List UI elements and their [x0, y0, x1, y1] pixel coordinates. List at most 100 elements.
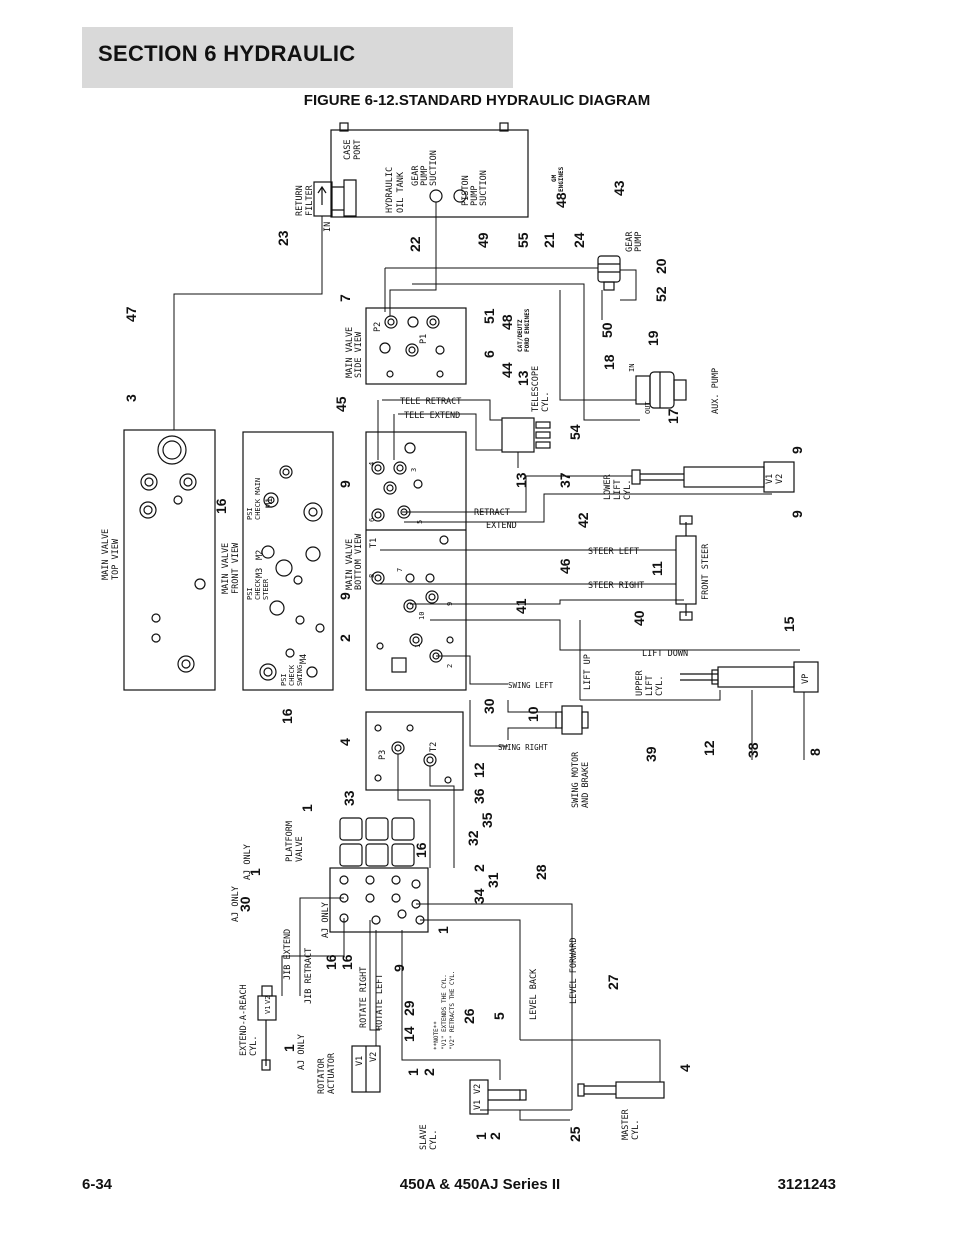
psi-check-main-2: CHECK MAIN [254, 478, 262, 520]
note-label-1: **NOTE** [433, 1021, 440, 1050]
callout-54: 54 [567, 424, 583, 440]
callout-18: 18 [601, 354, 617, 370]
rotate-right-label: ROTATE RIGHT [359, 967, 369, 1028]
aux-out: OUT [644, 401, 652, 414]
piston-pump-suction-port [453, 189, 467, 203]
slave-v1: V1 [473, 1100, 483, 1110]
upper-lift-cylinder [680, 661, 819, 693]
cat-ford-2: FORD ENGINES [524, 308, 531, 352]
footer-doc-number: 3121243 [777, 1176, 836, 1193]
callout-12-a: 12 [471, 762, 487, 778]
tank-label-2: OIL TANK [396, 171, 406, 213]
lower-lift-label-3: CYL. [623, 480, 633, 500]
callout-20: 20 [653, 258, 669, 274]
ear-v1: V1 [264, 1006, 272, 1014]
callout-2-d: 2 [487, 1132, 503, 1140]
retract-label: RETRACT [474, 508, 510, 518]
callout-16-c: 16 [413, 842, 429, 858]
level-back-label: LEVEL BACK [529, 968, 539, 1020]
piston-pump-suction-3: SUCTION [479, 170, 489, 206]
callout-47: 47 [123, 306, 139, 322]
callout-6: 6 [481, 350, 497, 358]
port-num-5: 5 [416, 520, 424, 524]
callout-41: 41 [513, 598, 529, 614]
callout-26: 26 [461, 1008, 477, 1024]
callout-7: 7 [337, 294, 353, 302]
tank-label-1: HYDRAULIC [385, 167, 395, 213]
port-num-9: 9 [446, 602, 454, 606]
gear-pump-suction-3: SUCTION [429, 150, 439, 186]
callout-9-c: 9 [391, 964, 407, 972]
callout-33: 33 [341, 790, 357, 806]
note-label-3: "V2" RETRACTS THE CYL. [449, 971, 456, 1050]
aj-only-label-3: AJ ONLY [321, 902, 331, 938]
lower-lift-cylinder [631, 461, 795, 493]
psi-check-swing-1: PSI [280, 673, 288, 686]
main-valve-bottom-view [365, 431, 467, 691]
top-view-label-2: TOP VIEW [111, 538, 121, 580]
callout-48-mid: 48 [499, 314, 515, 330]
callout-24: 24 [571, 232, 587, 248]
gear-pump-suction-1: GEAR [411, 165, 421, 186]
rotator-v1: V1 [355, 1056, 365, 1066]
extend-a-reach-label-2: CYL. [249, 1036, 259, 1056]
callout-52: 52 [653, 286, 669, 302]
callout-13-bottom: 13 [513, 472, 529, 488]
callout-17: 17 [665, 408, 681, 424]
main-valve-side-view [365, 307, 467, 385]
front-steer-cylinder [675, 515, 697, 621]
upper-lift-label-1: UPPER [635, 670, 645, 696]
piston-pump-suction-2: PUMP [470, 186, 480, 206]
steer-left-label: STEER LEFT [588, 547, 639, 557]
ear-v2: V2 [264, 996, 272, 1004]
callout-25: 25 [567, 1126, 583, 1142]
piston-pump-suction-1: PISTON [461, 175, 471, 206]
gm-engines-2: ENGINES [558, 166, 565, 192]
slave-cyl-label-1: SLAVE [419, 1124, 429, 1150]
figure-title: FIGURE 6-12.STANDARD HYDRAULIC DIAGRAM [303, 92, 651, 109]
lift-down-label: LIFT DOWN [642, 649, 688, 659]
port-num-8: 8 [368, 574, 376, 578]
callout-28: 28 [533, 864, 549, 880]
psi-check-steer-1: PSI [246, 587, 254, 600]
psi-check-main-1: PSI [246, 507, 254, 520]
telescope-cyl-label-2: CYL. [541, 392, 551, 412]
psi-check-swing-3: SWING [296, 665, 304, 686]
rotator-label-2: ACTUATOR [327, 1052, 337, 1094]
upper-vp: VP [801, 674, 811, 684]
port-num-1: 1 [414, 644, 422, 648]
telescope-cylinder-manifold [501, 417, 551, 453]
port-m2: M2 [255, 550, 265, 560]
tele-extend-label: TELE EXTEND [404, 411, 460, 421]
oil-tank-body [330, 129, 529, 218]
front-view-label-1: MAIN VALVE [221, 543, 231, 594]
front-steer-label: FRONT STEER [701, 543, 711, 600]
port-num-6: 6 [368, 518, 376, 522]
callout-4-b: 4 [677, 1064, 693, 1072]
rotator-label-1: ROTATOR [317, 1057, 327, 1094]
callout-2-b: 2 [471, 864, 487, 872]
extend-label: EXTEND [486, 521, 517, 531]
callout-16-e: 16 [339, 954, 355, 970]
upper-lift-label-2: LIFT [645, 676, 655, 696]
callout-40: 40 [631, 610, 647, 626]
slave-cyl-label-2: CYL. [429, 1130, 439, 1150]
hydraulic-lines [173, 202, 805, 1121]
level-forward-label: LEVEL FORWARD [569, 937, 579, 1004]
gm-engines-1: GM [551, 174, 558, 182]
footer-page-number: 6-34 [82, 1176, 113, 1193]
case-port-label-2: PORT [353, 140, 363, 160]
slave-cylinder [469, 1079, 527, 1115]
in-label: IN [323, 222, 333, 232]
callout-48-top: 48 [553, 192, 569, 208]
port-t1: T1 [369, 538, 379, 548]
callout-27: 27 [605, 974, 621, 990]
swing-motor [555, 705, 589, 735]
port-num-3: 3 [410, 468, 418, 472]
lower-v2: V2 [775, 474, 785, 484]
footer-model: 450A & 450AJ Series II [399, 1176, 561, 1193]
callout-31: 31 [485, 872, 501, 888]
port-p1: P1 [419, 334, 429, 344]
aux-in: IN [628, 364, 636, 372]
port-t2: T2 [429, 742, 439, 752]
